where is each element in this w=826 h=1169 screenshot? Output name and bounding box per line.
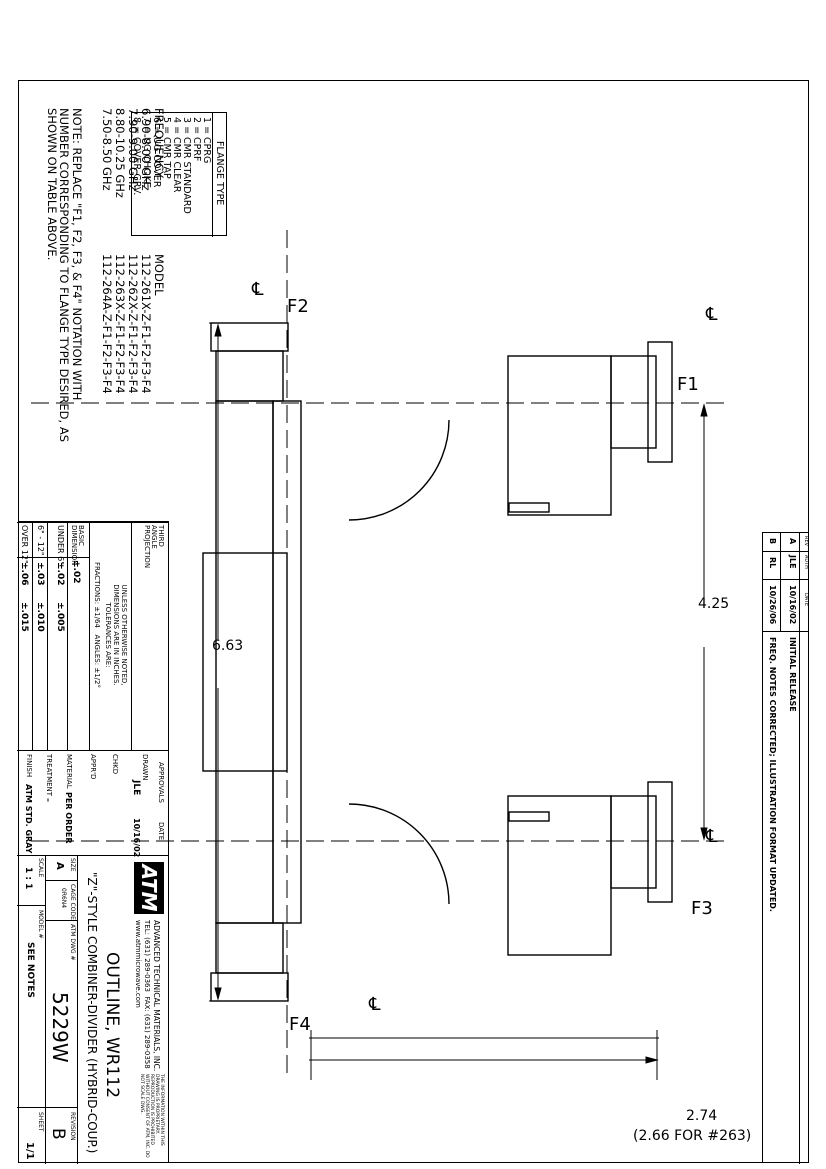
- tol-row-dim: OVER 12": [20, 525, 29, 564]
- drawn-date: 10/16/02: [132, 818, 141, 858]
- tol-row-dim: 6" - 12": [36, 525, 45, 556]
- finish-value: ATM STD. GRAY: [24, 784, 33, 854]
- label-f2: F2: [287, 296, 309, 317]
- material-value: PER ORDER: [64, 792, 73, 844]
- drawing-subtitle: "Z"-STYLE COMBINER-DIVIDER (HYBRID-COUP.…: [85, 872, 99, 1154]
- company-name: ADVANCED TECHNICAL MATERIALS, INC.: [152, 920, 161, 1072]
- model-value: SEE NOTES: [25, 942, 35, 998]
- size-value: A: [54, 862, 65, 870]
- scale-label: SCALE: [37, 858, 44, 878]
- revision-label: REVISION: [69, 1112, 76, 1141]
- atm-logo: ATM: [134, 862, 164, 914]
- tol-row-three: ±.015: [19, 602, 29, 632]
- sheet-label: SHEET: [37, 1112, 44, 1132]
- tol-row-two: ±.03: [35, 562, 45, 586]
- component-outline-drawing: F1 F2 F3 F4 ℄ ℄ ℄ ℄ 6.63 4.25 2.74 (2.66…: [29, 230, 751, 1144]
- rotated-drawing-frame: REV AUTH DATE A JLE 10/16/02 INITIAL REL…: [17, 80, 809, 1164]
- revision-value: B: [48, 1128, 68, 1140]
- checked-label: CHKD: [111, 754, 119, 775]
- date-header-title: DATE: [157, 822, 165, 841]
- treatment-label: TREATMENT: [45, 754, 53, 797]
- centerline-f4: ℄: [368, 994, 381, 1015]
- fractions-tolerance: FRACTIONS: ±1/64 ANGLES: ±1/2°: [93, 562, 101, 688]
- sheet-value: 1/1: [24, 1142, 35, 1160]
- centerline-f2: ℄: [251, 279, 264, 300]
- label-f4: F4: [289, 1014, 311, 1035]
- tol-row-three: ±.010: [35, 602, 45, 632]
- drawn-value: JLE: [131, 780, 141, 796]
- drawing-title: OUTLINE, WR112: [102, 952, 122, 1099]
- dwg-number-value: 5229W: [48, 992, 72, 1063]
- dim-offset-note: (2.66 FOR #263): [633, 1128, 751, 1144]
- size-label: SIZE: [69, 858, 76, 872]
- dwg-number-label: ATM DWG #: [69, 924, 76, 961]
- treatment-value: –: [44, 798, 53, 802]
- cage-code-label: CAGE CODE: [69, 884, 76, 920]
- atm-logo-text: ATM: [137, 864, 161, 912]
- model-label: MODEL #: [37, 910, 44, 939]
- company-phone: TEL: (631) 289-0363 FAX: (631) 289-0358: [143, 920, 151, 1069]
- tolerance-note: UNLESS OTHERWISE NOTED, DIMENSIONS ARE I…: [104, 584, 128, 686]
- dim-offset: 2.74: [686, 1108, 717, 1124]
- tol-dim-1: ±.02: [71, 560, 81, 584]
- centerline-f1: ℄: [705, 304, 718, 325]
- material-label: MATERIAL: [65, 754, 73, 789]
- tol-row-two: ±.02: [55, 562, 65, 586]
- dim-overall: 6.63: [212, 638, 243, 654]
- label-f1: F1: [677, 374, 699, 395]
- finish-label: FINISH: [25, 754, 33, 778]
- tol-row-three: ±.005: [55, 602, 65, 632]
- proprietary-notice: THE INFORMATION WITHIN THIS DRAWING IS P…: [139, 1074, 164, 1158]
- title-block: THIRD ANGLE PROJECTION UNLESS OTHERWISE …: [17, 521, 169, 1164]
- basic-dimension-label: BASIC DIMENSION: [70, 525, 85, 566]
- tol-row-two: ±.06: [19, 562, 29, 586]
- projection-label: THIRD ANGLE PROJECTION: [143, 525, 165, 569]
- approved-label: APPR'D: [89, 754, 97, 780]
- dim-spacing: 4.25: [698, 596, 729, 612]
- label-f3: F3: [691, 898, 713, 919]
- company-website: www.atmmicrowave.com: [134, 920, 142, 1008]
- tol-row-dim: UNDER 6": [56, 525, 65, 565]
- cage-code-value: 0R6N4: [60, 888, 67, 909]
- drawn-label: DRAWN: [141, 754, 149, 781]
- centerline-f3: ℄: [705, 826, 718, 847]
- scale-value: 1 : 1: [23, 867, 33, 890]
- approvals-header: APPROVALS: [157, 762, 165, 803]
